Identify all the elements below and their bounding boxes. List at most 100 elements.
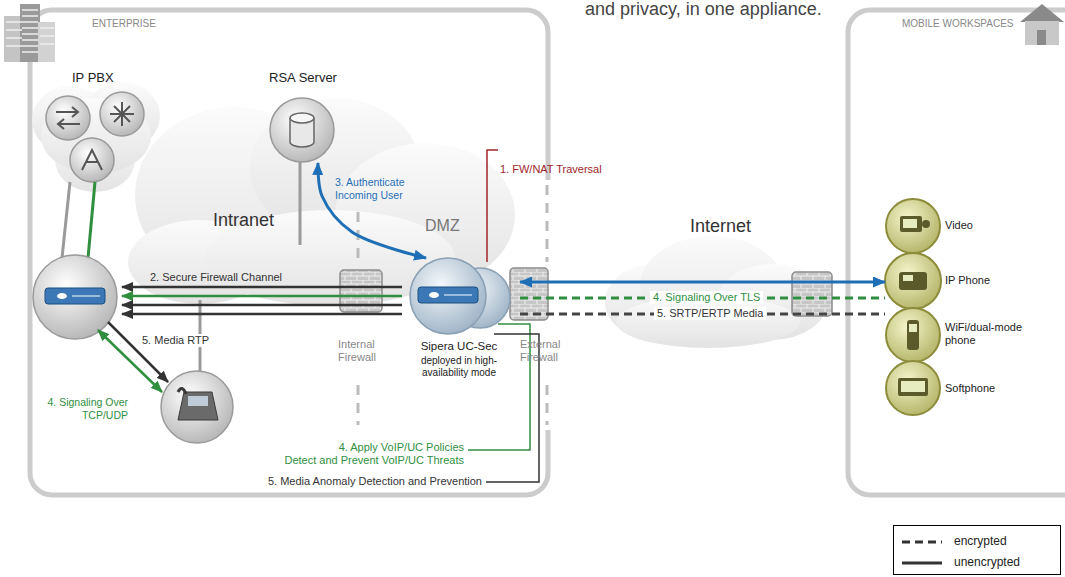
sipera-appliance-icon-part — [418, 287, 478, 303]
pbx-cloud: IP PBX — [38, 68, 158, 192]
connector-label: 5. SRTP/ERTP Media — [654, 307, 766, 320]
connector-label: 3. Authenticate Incoming User — [332, 176, 418, 201]
connector — [520, 281, 885, 284]
wire-part — [62, 182, 70, 258]
wire-part — [88, 182, 95, 258]
endpoint-icon-part-part — [903, 275, 913, 281]
ip-pbx-cloud-part-part — [100, 92, 144, 136]
endpoint-icon-part-part — [907, 320, 919, 350]
enterprise-appliance-icon — [33, 255, 117, 339]
endpoint-icon-part-part — [886, 199, 940, 253]
firewall-icon-part — [792, 272, 832, 316]
legend-entry: encrypted — [902, 534, 1052, 550]
sipera-appliance-icon-part — [410, 258, 486, 334]
endpoint-device: Softphone — [885, 364, 1061, 414]
firewall-node: Internal Firewall — [334, 266, 388, 376]
legend-text: unencrypted — [954, 555, 1020, 569]
rsa-server-icon-part — [270, 98, 334, 162]
endpoint-icon-part-part — [885, 253, 941, 309]
node-title: Internal Firewall — [338, 338, 386, 364]
rsa-server-icon-part — [290, 113, 314, 123]
rsa-server-icon — [270, 98, 334, 162]
region-panel: MOBILE WORKSPACES Video IP PhoneWiFi/dual-… — [848, 10, 1065, 495]
sipera-appliance-icon-part — [429, 292, 439, 298]
region-outline — [30, 10, 1065, 495]
node-title: WiFi/dual-mode phone — [945, 321, 1035, 347]
endpoint-icon — [885, 199, 941, 415]
node-title: ENTERPRISE — [92, 18, 156, 30]
link-arrow — [98, 287, 402, 392]
node-title: MOBILE WORKSPACES — [902, 18, 1014, 30]
connector-label: 4. Signaling Over TLS — [650, 291, 763, 304]
link-arrow-part — [122, 286, 402, 289]
link-label: 2. Secure Firewall Channel — [150, 271, 282, 284]
callout-text: 4. Apply VoIP/UC Policies — [339, 441, 464, 454]
endpoint-icon-part — [901, 219, 925, 392]
zone-separator-part — [357, 212, 360, 425]
region-panel: ENTERPRISE IP PBX RSA ServerIntranetIntern… — [30, 10, 548, 495]
callout-text: Detect and Prevent VoIP/UC Threats — [284, 454, 464, 467]
region-outline-part — [30, 10, 548, 495]
endpoint-device: WiFi/dual-mode phone — [885, 317, 1061, 363]
link-arrow-part — [122, 304, 402, 307]
endpoint-icon-part-part — [922, 220, 930, 228]
legend-sample — [902, 541, 942, 544]
link-arrow-part — [108, 322, 168, 382]
node-title: Intranet — [213, 210, 274, 232]
building-icon-part — [6, 10, 54, 52]
sipera-appliance-icon-part — [444, 294, 472, 296]
leader-line — [468, 150, 539, 482]
node-title: Internet — [690, 216, 751, 238]
node-title: Softphone — [945, 382, 995, 395]
building-icon-part — [20, 4, 40, 62]
node-subtitle: deployed in high-availability mode — [409, 355, 509, 379]
node-title: IP Phone — [945, 274, 990, 287]
firewall-icon-part — [510, 268, 548, 320]
ip-pbx-cloud-part — [32, 82, 160, 192]
callout-text: 5. Media Anomaly Detection and Preventio… — [268, 475, 482, 488]
ip-pbx-cloud-part-part — [70, 138, 114, 182]
wire-part — [299, 162, 302, 245]
endpoint-icon-part-part — [901, 381, 925, 392]
legend-sample — [902, 558, 944, 568]
endpoint-device: Video — [885, 199, 1061, 253]
leader-line-part — [487, 150, 498, 262]
legend-text: encrypted — [954, 534, 1007, 548]
endpoint-device: IP Phone — [885, 254, 1061, 316]
endpoint-icon-part-part — [909, 324, 917, 332]
endpoint-icon-part-part — [899, 272, 927, 290]
desk-phone-icon-part — [188, 396, 208, 406]
endpoint-icon-part-part — [900, 216, 922, 232]
desk-phone-icon — [161, 371, 233, 443]
node-title: Sipera UC-Sec — [400, 340, 518, 354]
link-arrow-part — [122, 313, 402, 316]
ip-pbx-cloud-part-part — [110, 102, 134, 126]
ip-pbx-cloud-part-part — [56, 107, 80, 129]
network-cloud: Intranet — [205, 206, 295, 236]
house-icon-part — [1037, 30, 1046, 45]
ip-pbx-cloud-part — [46, 92, 144, 182]
ip-pbx-cloud-part-part — [46, 96, 90, 140]
house-icon — [1020, 4, 1064, 45]
ip-pbx-cloud-part — [56, 102, 134, 170]
enterprise-appliance-icon-part — [33, 255, 117, 339]
desk-phone-icon-part — [178, 392, 218, 420]
legend-sample — [902, 562, 942, 565]
node-title: RSA Server — [262, 70, 344, 86]
desk-phone-icon-part — [161, 371, 233, 443]
ip-pbx-cloud-part-part — [82, 150, 102, 170]
link-label: 4. Signaling Over TCP/UDP — [36, 396, 128, 421]
endpoint-icon-part — [885, 199, 941, 415]
legend-entry: unencrypted — [902, 555, 1052, 571]
node-title: External Firewall — [520, 338, 566, 364]
legend-box: encrypted unencrypted — [893, 525, 1061, 575]
building-icon — [4, 4, 55, 62]
link-label: 5. Media RTP — [140, 334, 211, 347]
zone-name: DMZ — [425, 217, 460, 235]
endpoint-icon-part-part — [886, 308, 940, 362]
house-icon-part — [1025, 21, 1059, 45]
page-heading-fragment: and privacy, in one appliance. — [585, 0, 822, 20]
